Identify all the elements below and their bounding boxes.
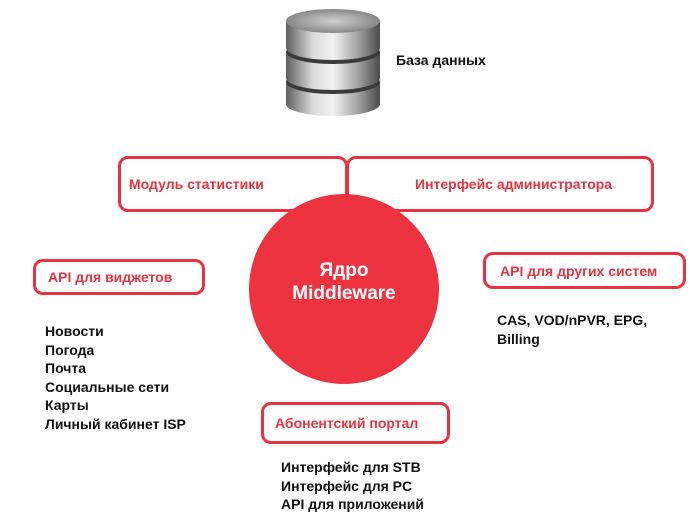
list-item: Почта [45, 360, 87, 376]
other-systems-api-box: API для других систем [483, 252, 686, 289]
other-systems-list: CAS, VOD/nPVR, EPG, Billing [497, 311, 687, 348]
database-icon [283, 4, 383, 120]
database-label: База данных [396, 52, 486, 68]
other-systems-line2: Billing [497, 330, 540, 347]
subscriber-portal-box: Абонентский портал [261, 402, 450, 444]
admin-interface-label: Интерфейс администратора [415, 176, 613, 192]
core-title-line2: Middleware [292, 283, 396, 304]
list-item: Погода [45, 341, 95, 358]
list-item: Карты [45, 397, 89, 413]
list-item: Социальные сети [45, 378, 170, 395]
list-item: Интерфейс для STB [281, 459, 421, 475]
widgets-api-label: API для виджетов [48, 269, 173, 285]
list-item: Интерфейс для PC [281, 477, 413, 494]
widgets-api-list: Новости Погода Почта Социальные сети Кар… [45, 322, 186, 433]
core-middleware-circle: Ядро Middleware [249, 194, 439, 384]
other-systems-api-label: API для других систем [500, 262, 658, 279]
other-systems-line1: CAS, VOD/nPVR, EPG, [497, 312, 648, 328]
stats-module-label: Модуль статистики [129, 176, 264, 192]
list-item: Личный кабинет ISP [45, 415, 186, 432]
list-item: API для приложений [281, 496, 424, 512]
widgets-api-box: API для виджетов [33, 259, 205, 295]
core-title-line1: Ядро [319, 260, 369, 281]
subscriber-portal-label: Абонентский портал [275, 415, 419, 431]
list-item: Новости [45, 323, 104, 339]
subscriber-portal-list: Интерфейс для STB Интерфейс для PC API д… [281, 458, 424, 514]
admin-interface-box: Интерфейс администратора [346, 156, 654, 212]
